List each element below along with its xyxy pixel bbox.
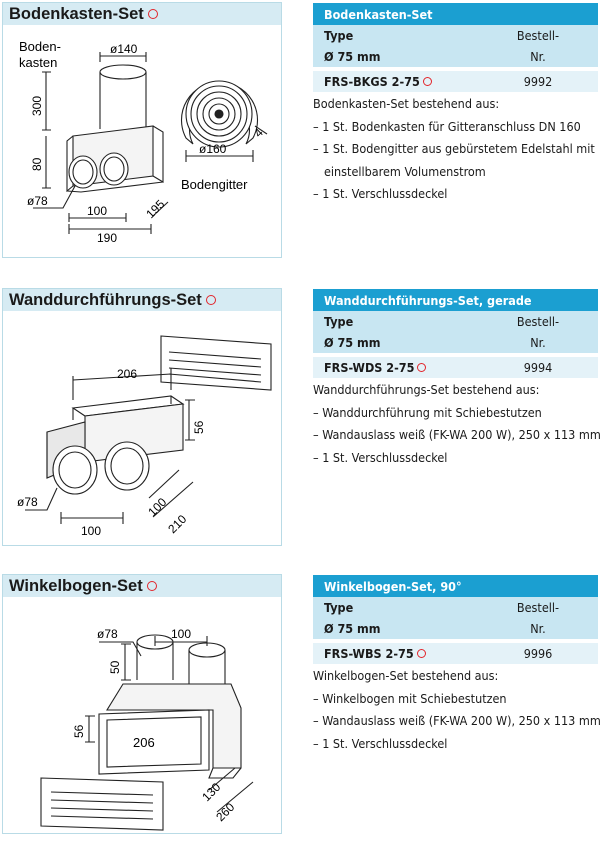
dim-100: 100 [87,204,107,218]
col-order-nr: Nr. [478,618,598,639]
dim-300: 300 [30,96,44,116]
dim-195: 195 [143,197,167,221]
table-title: Winkelbogen-Set, 90° [313,575,598,597]
list-item: – 1 St. Verschlussdeckel [313,449,448,465]
col-type: Type [313,311,478,332]
marker-circle-icon [422,77,432,86]
panel-heading: Wanddurchführungs-Set [3,289,281,311]
description: Bodenkasten-Set bestehend aus: – 1 St. B… [313,93,603,206]
dim-80: 80 [30,157,44,171]
dim-100: 100 [171,627,191,641]
col-order: Bestell- [478,311,598,332]
dim-50: 50 [108,660,122,674]
dim-140: ø140 [110,42,138,56]
product-number: 9996 [478,643,598,664]
list-item: – 1 St. Verschlussdeckel [313,186,448,201]
panel-heading: Bodenkasten-Set [3,3,281,25]
list-item: – 1 St. Verschlussdeckel [313,735,448,751]
product-number: 9994 [478,357,598,378]
list-item: – 1 St. Bodenkasten für Gitteranschluss … [313,118,581,134]
marker-circle-icon [205,295,216,305]
table-title: Wanddurchführungs-Set, gerade [313,289,598,311]
dim-56: 56 [72,724,86,738]
description: Wanddurchführungs-Set bestehend aus: – W… [313,379,603,469]
product-code: FRS-WBS 2-75 [324,646,414,661]
description: Winkelbogen-Set bestehend aus: – Winkelb… [313,665,603,755]
dim-206: 206 [117,367,137,381]
marker-circle-icon [147,9,158,19]
product-code-cell: FRS-BKGS 2-75 [313,71,478,92]
dim-56: 56 [192,420,206,434]
col-order: Bestell- [478,597,598,618]
label-boden: Boden- [19,39,61,54]
col-type: Type [313,25,478,46]
col-size: Ø 75 mm [313,618,478,639]
panel-winkelbogen: Winkelbogen-Set ø78 100 50 [2,574,282,834]
marker-circle-icon [146,581,157,591]
dim-206: 206 [133,735,155,750]
col-order-nr: Nr. [478,332,598,353]
dim-100: 100 [81,524,101,538]
marker-circle-icon [417,363,427,372]
wanddurchfuehrung-diagram: 206 56 ø78 100 100 210 [17,335,272,538]
dim-78: ø78 [27,194,48,208]
list-item: – Winkelbogen mit Schiebestutzen [313,690,507,706]
dim-100-depth: 100 [145,495,169,519]
winkelbogen-diagram: ø78 100 50 56 206 130 260 [40,627,254,831]
list-item: – 1 St. Bodengitter aus gebürstetem Edel… [313,141,595,179]
panel-bodenkasten: Bodenkasten-Set [2,2,282,258]
list-item: – Wanddurchführung mit Schiebestutzen [313,404,542,420]
col-type: Type [313,597,478,618]
description-intro: Winkelbogen-Set bestehend aus: [313,668,499,683]
panel-wanddurchfuehrung: Wanddurchführungs-Set 206 56 ø78 [2,288,282,546]
col-order: Bestell- [478,25,598,46]
dim-130: 130 [199,780,223,804]
product-code-cell: FRS-WDS 2-75 [313,357,478,378]
description-intro: Wanddurchführungs-Set bestehend aus: [313,382,540,397]
dim-210: 210 [165,512,189,536]
marker-circle-icon [416,649,426,658]
dim-78: ø78 [17,495,38,509]
dim-260: 260 [213,800,237,824]
col-size: Ø 75 mm [313,46,478,67]
description-intro: Bodenkasten-Set bestehend aus: [313,96,500,111]
product-number: 9992 [478,71,598,92]
label-kasten: kasten [19,55,57,70]
list-item: – Wandauslass weiß (FK-WA 200 W), 250 x … [313,427,601,442]
label-bodengitter: Bodengitter [181,177,248,192]
col-size: Ø 75 mm [313,332,478,353]
bodenkasten-diagram: Boden- kasten Bodengitter ø140 300 80 ø7… [19,39,268,245]
dim-160: ø160 [199,142,227,156]
dim-78: ø78 [97,627,118,641]
table-title: Bodenkasten-Set [313,3,598,25]
panel-heading: Winkelbogen-Set [3,575,281,597]
product-code: FRS-WDS 2-75 [324,360,415,375]
dim-190: 190 [97,231,117,245]
product-code-cell: FRS-WBS 2-75 [313,643,478,664]
product-code: FRS-BKGS 2-75 [324,74,420,89]
col-order-nr: Nr. [478,46,598,67]
list-item: – Wandauslass weiß (FK-WA 200 W), 250 x … [313,713,601,728]
